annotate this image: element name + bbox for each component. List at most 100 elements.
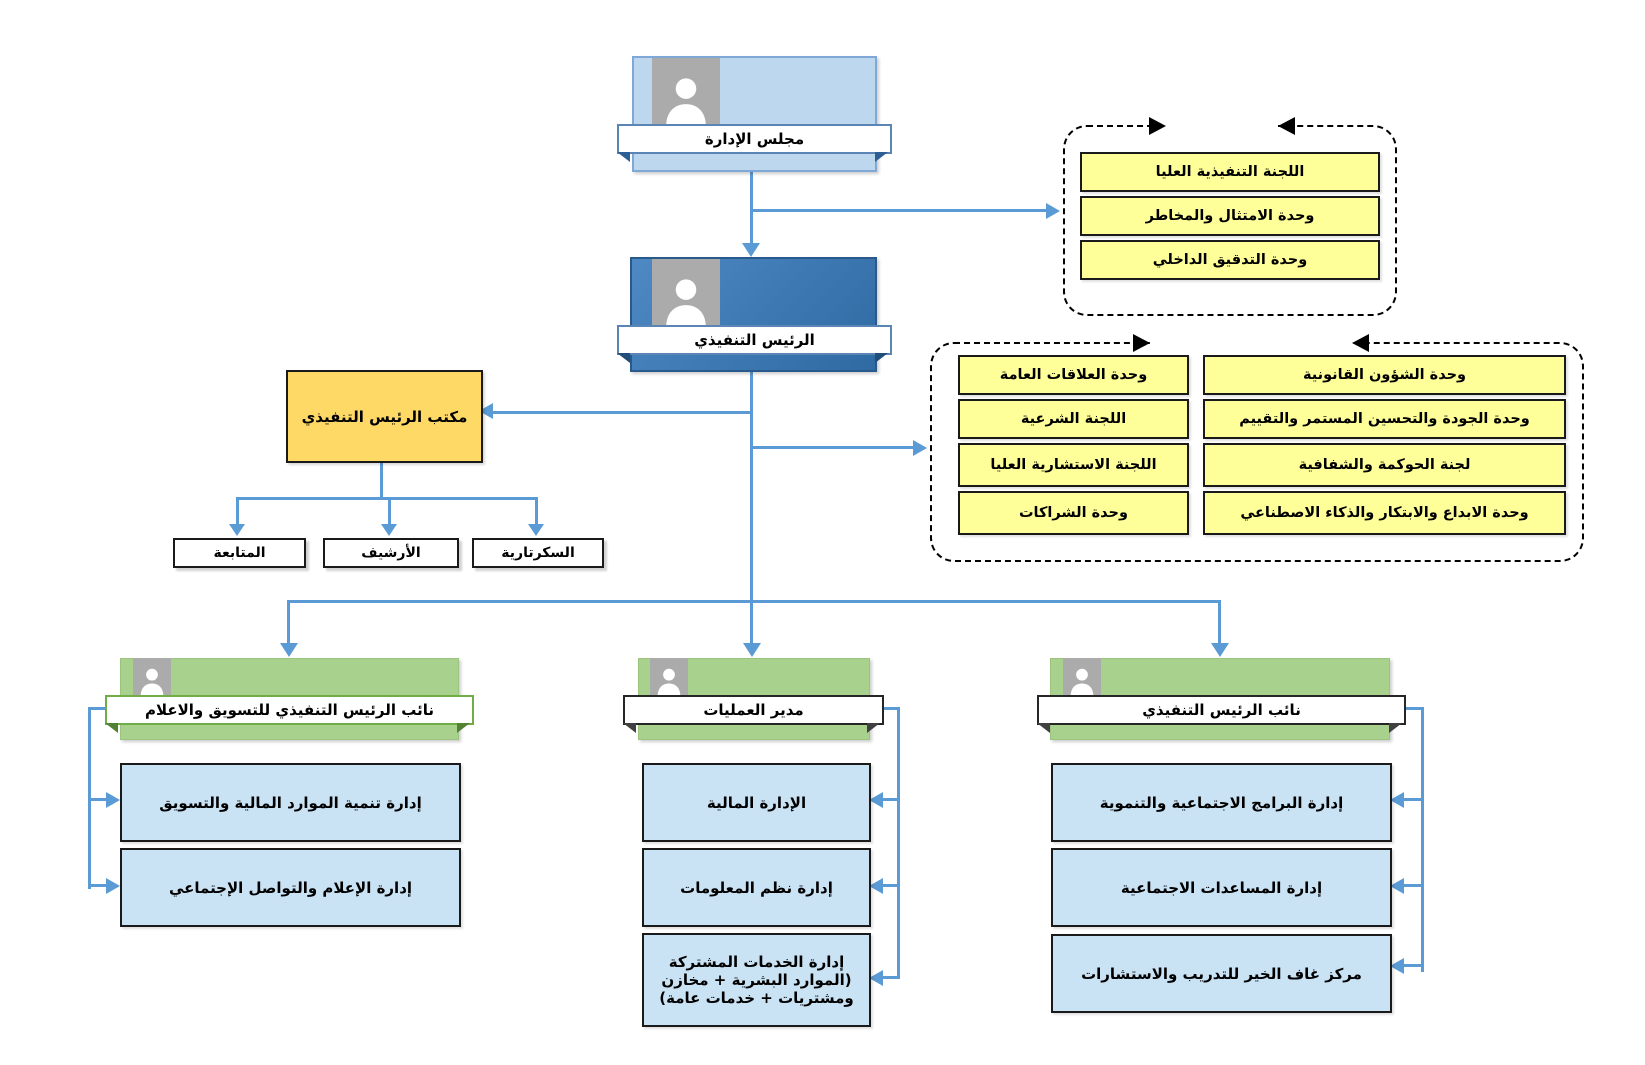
department-label: إدارة البرامج الاجتماعية والتنموية bbox=[1099, 793, 1344, 812]
committee-box: وحدة الشؤون القانونية bbox=[1203, 355, 1566, 395]
committee-box: وحدة الامتثال والمخاطر bbox=[1080, 196, 1380, 236]
committee-box: وحدة الجودة والتحسين المستمر والتقييم bbox=[1203, 399, 1566, 439]
board-icon-panel bbox=[652, 58, 720, 126]
committee-label: اللجنة التنفيذية العليا bbox=[1155, 164, 1305, 180]
left-rail-arrow-1 bbox=[106, 792, 120, 808]
right-rail-top bbox=[1402, 707, 1424, 710]
right-rail bbox=[1421, 707, 1424, 972]
branch-drop-right bbox=[1218, 600, 1221, 644]
committee-label: اللجنة الشرعية bbox=[1020, 411, 1127, 427]
board-fold-left bbox=[617, 152, 630, 162]
department-box: إدارة الإعلام والتواصل الإجتماعي bbox=[120, 848, 461, 927]
committee-box: وحدة التدقيق الداخلي bbox=[1080, 240, 1380, 280]
branch-drop-left-arrow bbox=[280, 643, 298, 657]
committee-label: اللجنة الاستشارية العليا bbox=[990, 457, 1157, 473]
committee-label: وحدة العلاقات العامة bbox=[999, 367, 1148, 383]
ceo-fold-right bbox=[875, 353, 888, 363]
office-drop-1-arrow bbox=[229, 524, 245, 536]
right-rail-arrow-2 bbox=[1390, 878, 1404, 894]
inward-arrow-icon bbox=[1352, 334, 1369, 352]
person-icon bbox=[140, 668, 164, 696]
branch-drop-mid-arrow bbox=[743, 643, 761, 657]
committee-box: اللجنة الاستشارية العليا bbox=[958, 443, 1189, 487]
office-sub-label: السكرتارية bbox=[501, 545, 575, 561]
office-drop-1 bbox=[236, 497, 239, 525]
mid-rail-arrow-1 bbox=[869, 792, 883, 808]
department-label: إدارة تنمية الموارد المالية والتسويق bbox=[159, 793, 422, 812]
office-sub-label: الأرشيف bbox=[361, 545, 421, 561]
connector-office-down bbox=[380, 459, 383, 500]
connector-board-ceo bbox=[750, 168, 753, 244]
ceo-icon-panel bbox=[652, 259, 720, 327]
office-drop-3 bbox=[535, 497, 538, 525]
committee-label: وحدة التدقيق الداخلي bbox=[1152, 252, 1308, 268]
mid-rail bbox=[897, 707, 900, 979]
connector-to-top-group bbox=[751, 209, 1046, 212]
office-sub-box: المتابعة bbox=[173, 538, 306, 568]
left-rail-arrow-2 bbox=[106, 878, 120, 894]
committee-box: وحدة الابداع والابتكار والذكاء الاصطناعي bbox=[1203, 491, 1566, 535]
office-sub-box: السكرتارية bbox=[472, 538, 604, 568]
connector-ceo-distributor bbox=[750, 368, 753, 602]
ceo-fold-left bbox=[617, 353, 630, 363]
mid-rail-arrow-2 bbox=[869, 878, 883, 894]
arrowhead-board-ceo bbox=[742, 243, 760, 257]
ceo-office-box: مكتب الرئيس التنفيذي bbox=[286, 370, 483, 463]
ceo-office-label: مكتب الرئيس التنفيذي bbox=[301, 407, 468, 426]
office-sub-label: المتابعة bbox=[213, 545, 266, 561]
arrowhead-to-mid-group bbox=[913, 440, 927, 456]
inward-arrow-icon bbox=[1278, 117, 1295, 135]
department-label: إدارة الإعلام والتواصل الإجتماعي bbox=[168, 878, 413, 897]
department-box: إدارة البرامج الاجتماعية والتنموية bbox=[1051, 763, 1392, 842]
person-icon bbox=[657, 668, 681, 696]
committee-label: وحدة الشراكات bbox=[1018, 505, 1129, 521]
right-rail-arrow-3 bbox=[1390, 958, 1404, 974]
department-box: الإدارة المالية bbox=[642, 763, 871, 842]
mid-rail-arrow-3 bbox=[869, 970, 883, 986]
inward-arrow-icon bbox=[1133, 334, 1150, 352]
ceo-label-band: الرئيس التنفيذي bbox=[617, 325, 892, 355]
marketing-label-band: نائب الرئيس التنفيذي للتسويق والاعلام bbox=[105, 695, 474, 725]
committee-label: وحدة الشؤون القانونية bbox=[1302, 367, 1467, 383]
committee-label: وحدة الامتثال والمخاطر bbox=[1145, 208, 1315, 224]
person-icon bbox=[666, 279, 706, 327]
mid-rail-top bbox=[880, 707, 900, 710]
department-box: إدارة تنمية الموارد المالية والتسويق bbox=[120, 763, 461, 842]
operations-label-band: مدير العمليات bbox=[623, 695, 884, 725]
connector-to-ceo-office bbox=[492, 411, 751, 414]
committee-label: لجنة الحوكمة والشفافية bbox=[1298, 457, 1471, 473]
board-label: مجلس الإدارة bbox=[704, 130, 805, 148]
department-box: إدارة المساعدات الاجتماعية bbox=[1051, 848, 1392, 927]
committee-box: وحدة العلاقات العامة bbox=[958, 355, 1189, 395]
operations-head-label: مدير العمليات bbox=[703, 701, 804, 719]
department-label: إدارة الخدمات المشتركة (الموارد البشرية … bbox=[659, 953, 854, 1007]
left-rail bbox=[88, 707, 91, 889]
board-label-band: مجلس الإدارة bbox=[617, 124, 892, 154]
department-label: إدارة نظم المعلومات bbox=[680, 878, 833, 897]
committee-box: اللجنة الشرعية bbox=[958, 399, 1189, 439]
deputy-icon-panel bbox=[1063, 658, 1101, 696]
connector-office-spread bbox=[236, 497, 537, 500]
arrowhead-to-top-group bbox=[1046, 203, 1060, 219]
committee-box: وحدة الشراكات bbox=[958, 491, 1189, 535]
left-rail-top bbox=[88, 707, 106, 710]
branch-drop-mid bbox=[750, 600, 753, 644]
board-fold-right bbox=[875, 152, 888, 162]
right-rail-arrow-1 bbox=[1390, 792, 1404, 808]
ceo-label: الرئيس التنفيذي bbox=[694, 331, 815, 349]
office-drop-3-arrow bbox=[528, 524, 544, 536]
operations-icon-panel bbox=[650, 658, 688, 696]
connector-main-distributor bbox=[287, 600, 1220, 603]
deputy-head-label: نائب الرئيس التنفيذي bbox=[1142, 701, 1301, 719]
office-drop-2-arrow bbox=[381, 524, 397, 536]
office-drop-2 bbox=[388, 497, 391, 525]
department-label: الإدارة المالية bbox=[706, 793, 807, 812]
office-sub-box: الأرشيف bbox=[323, 538, 459, 568]
department-label: مركز غاف الخير للتدريب والاستشارات bbox=[1081, 964, 1362, 983]
department-box: إدارة نظم المعلومات bbox=[642, 848, 871, 927]
branch-drop-right-arrow bbox=[1211, 643, 1229, 657]
person-icon bbox=[666, 78, 706, 126]
marketing-icon-panel bbox=[133, 658, 171, 696]
branch-drop-left bbox=[287, 600, 290, 644]
